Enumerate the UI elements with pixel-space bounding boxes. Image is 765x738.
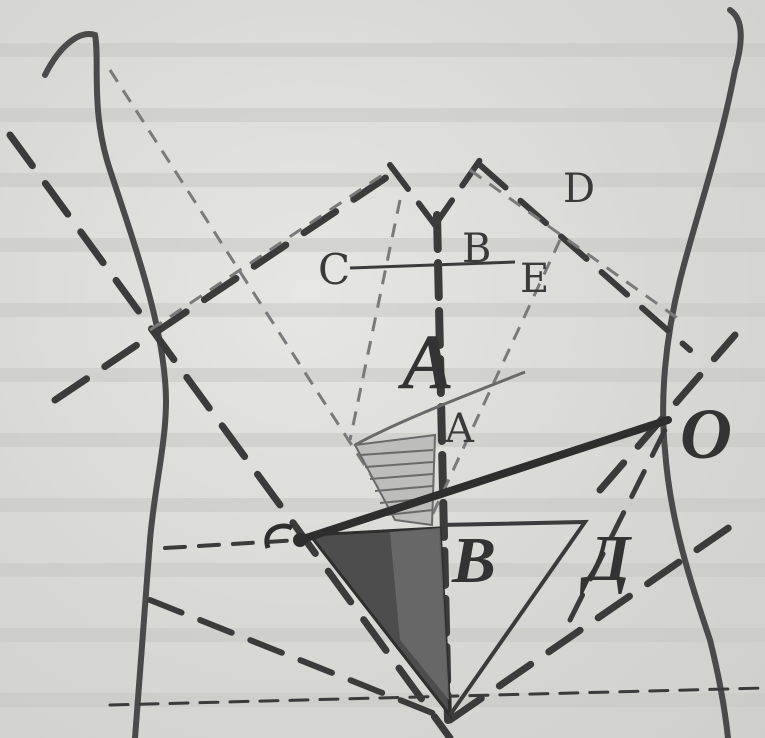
- light-dashed-lines: [108, 69, 681, 521]
- small-arc-left: [264, 523, 294, 549]
- label-d: D: [563, 166, 595, 212]
- dashed-line-upper-cross: [51, 171, 394, 404]
- light-line-center-left: [348, 199, 402, 441]
- light-line-upper-right: [469, 168, 681, 322]
- dashed-line-right-cross: [596, 331, 739, 494]
- label-d-cyrillic: Д: [580, 522, 632, 595]
- label-e: E: [520, 256, 549, 302]
- line-c-to-e: [349, 260, 516, 270]
- dashed-line-mid-left: [163, 538, 302, 550]
- dashed-line-right-neck: [387, 162, 438, 228]
- dashed-line-lower-right: [446, 516, 744, 724]
- dashed-line-neck-v: [432, 157, 483, 228]
- dashed-line-left-diagonal: [6, 131, 454, 738]
- light-line-shoulder: [149, 168, 391, 332]
- dashed-lines: [6, 131, 765, 738]
- light-line-left-diagonal: [108, 69, 402, 521]
- dashed-line-bottom-horizontal: [108, 686, 765, 707]
- dashed-line-lower-left: [147, 597, 453, 723]
- label-c: C: [318, 245, 350, 294]
- bold-line-to-o: [296, 416, 672, 544]
- curve-near-a: [354, 370, 526, 447]
- outline-triangle-right: [439, 519, 589, 717]
- label-o: O: [680, 394, 732, 474]
- label-a-large: A: [397, 318, 454, 405]
- dashed-line-right-lower-diag: [567, 427, 668, 623]
- label-b-large: B: [451, 524, 496, 597]
- point-left-end: [293, 533, 307, 547]
- light-line-right-mid: [428, 239, 562, 521]
- label-a-small: A: [444, 406, 475, 452]
- dashed-line-right-shoulder: [477, 162, 693, 353]
- label-b-top: B: [462, 226, 491, 272]
- body-outline-right: [660, 7, 744, 738]
- shaded-triangle-light-strip: [390, 528, 449, 700]
